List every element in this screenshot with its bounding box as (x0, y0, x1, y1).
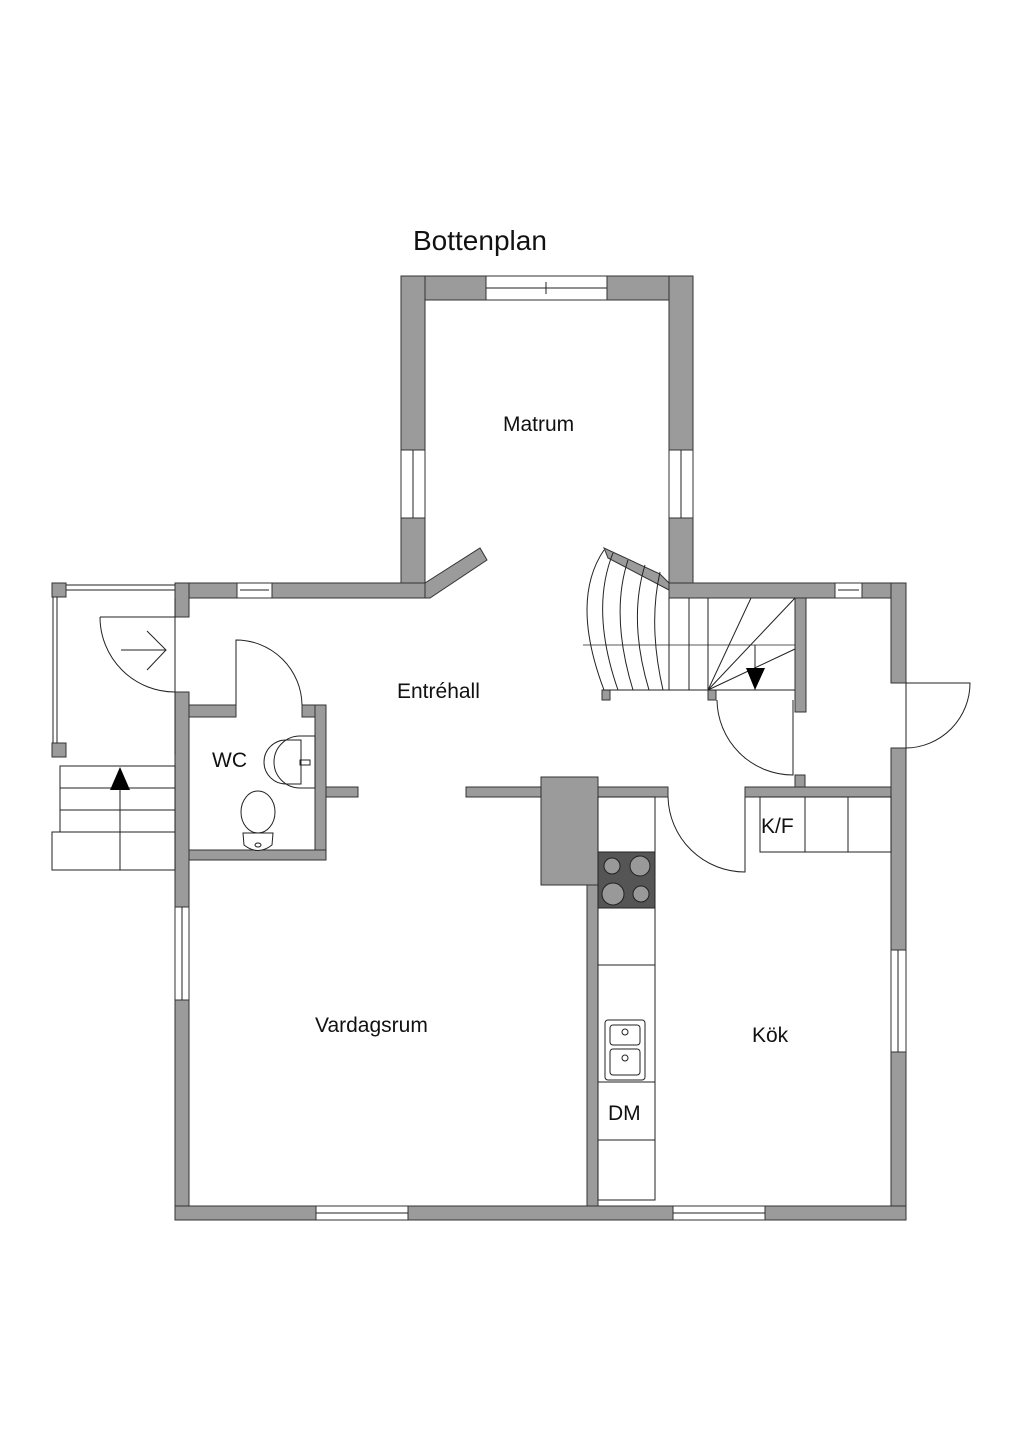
label-entrehall: Entréhall (397, 680, 480, 703)
wc-fixtures (235, 639, 316, 851)
stair-up-arrow-icon (110, 767, 130, 790)
kitchen-counter (597, 796, 892, 1201)
sink-icon (263, 735, 316, 789)
kitchen-sink-icon (604, 1019, 646, 1081)
label-kf: K/F (761, 815, 794, 838)
interior-stairs (583, 549, 796, 691)
plan-title: Bottenplan (413, 225, 547, 256)
label-wc: WC (212, 749, 247, 772)
label-matrum: Matrum (503, 413, 574, 436)
room-labels: Matrum Entréhall WC Vardagsrum Kök K/F D… (212, 413, 794, 1125)
outdoor-stairs (51, 765, 176, 871)
label-dm: DM (608, 1102, 641, 1125)
toilet-icon (240, 790, 276, 851)
windows (174, 275, 907, 1221)
entrance-door[interactable] (99, 616, 176, 693)
label-kok: Kök (752, 1024, 789, 1047)
side-door (905, 682, 971, 749)
label-vardagsrum: Vardagsrum (315, 1014, 428, 1037)
stair-down-arrow-icon (746, 668, 765, 690)
entry-arrow-icon (121, 630, 167, 671)
hall-door (716, 699, 794, 776)
walls (51, 275, 907, 1221)
doors[interactable] (667, 682, 971, 873)
kitchen-door (667, 796, 746, 873)
porch (52, 584, 176, 755)
